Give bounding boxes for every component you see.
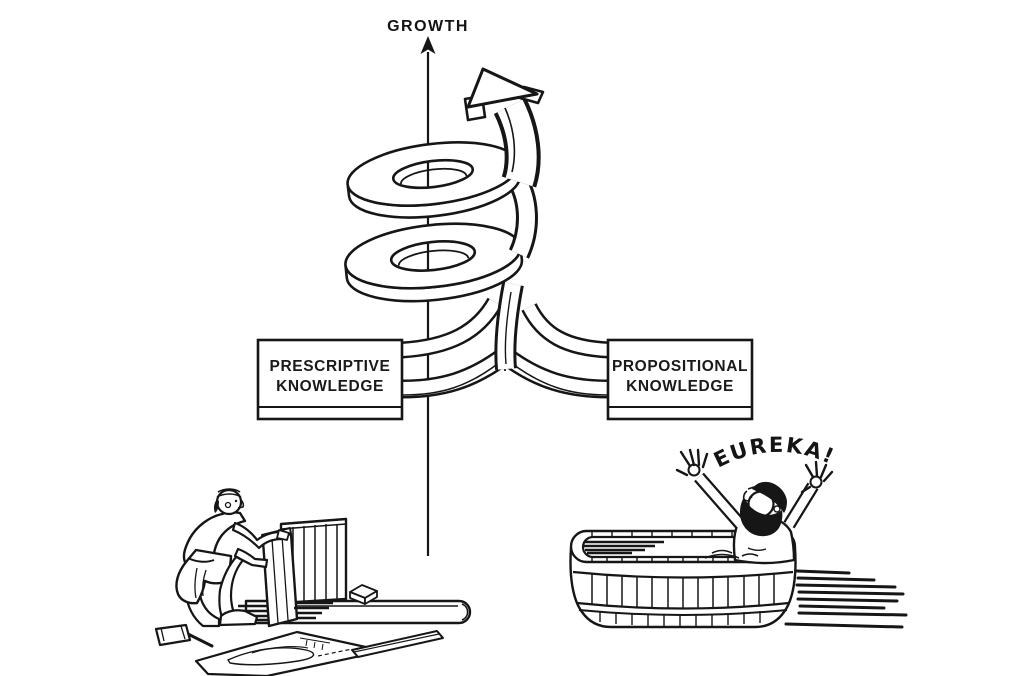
- water-ripples: [704, 549, 759, 559]
- plank-panel: [279, 517, 348, 605]
- propositional-box-frame: [606, 338, 754, 421]
- upper-hand: [276, 529, 290, 541]
- right-hand: [800, 460, 834, 494]
- growth-label: GROWTH: [387, 18, 469, 35]
- propositional-label-line2: KNOWLEDGE: [626, 378, 734, 395]
- ground-shadow-mid: [294, 601, 333, 620]
- propositional-knowledge-box: PROPOSITIONAL KNOWLEDGE: [606, 338, 754, 421]
- lower-arm: [233, 547, 269, 569]
- knowledge-spiral: [344, 67, 610, 399]
- mallet-tool: [154, 623, 214, 648]
- eureka-text: EUREKA!: [710, 433, 837, 473]
- tub-bottom-ticks: [599, 611, 761, 626]
- craftsman-hair: [213, 499, 219, 513]
- spiral-arrow-ribbon: [493, 97, 541, 188]
- spiral-connector: [506, 172, 538, 259]
- propositional-label-line1: PROPOSITIONAL: [612, 358, 748, 375]
- tub-slats: [591, 574, 775, 608]
- tub-shadow-streaks: [784, 569, 908, 629]
- eureka-exclamation: EUREKA!: [710, 433, 839, 473]
- prescriptive-label-line1: PRESCRIPTIVE: [270, 358, 391, 375]
- spiral-loop-lower: [344, 222, 524, 303]
- prescriptive-box-frame: [256, 338, 404, 421]
- craftsman-figure: [175, 488, 290, 628]
- front-foot: [218, 609, 259, 627]
- loose-plank: [351, 630, 444, 658]
- left-hand: [675, 448, 709, 477]
- axis-arrowhead-icon: [420, 36, 436, 54]
- craftsman-scene: [154, 488, 472, 676]
- bathing-man: [675, 448, 834, 565]
- prescriptive-label-line2: KNOWLEDGE: [276, 378, 384, 395]
- man-hair: [752, 481, 787, 513]
- water-streaks: [584, 540, 664, 555]
- eureka-text-holder: EUREKA!: [710, 433, 839, 473]
- growth-axis: [420, 36, 436, 556]
- prescriptive-knowledge-box: PRESCRIPTIVE KNOWLEDGE: [256, 338, 404, 421]
- spiral-stem: [494, 281, 524, 370]
- spiral-loop-upper: [346, 141, 522, 219]
- bathtub-scene: EUREKA!: [569, 433, 908, 629]
- blueprint-sheet: [194, 630, 386, 676]
- man-ear: [773, 505, 781, 513]
- plane-tool: [349, 584, 378, 605]
- man-beard: [740, 497, 783, 537]
- spiral-arrowhead-icon: [463, 67, 545, 122]
- branch-upper-ribbons: [401, 297, 610, 359]
